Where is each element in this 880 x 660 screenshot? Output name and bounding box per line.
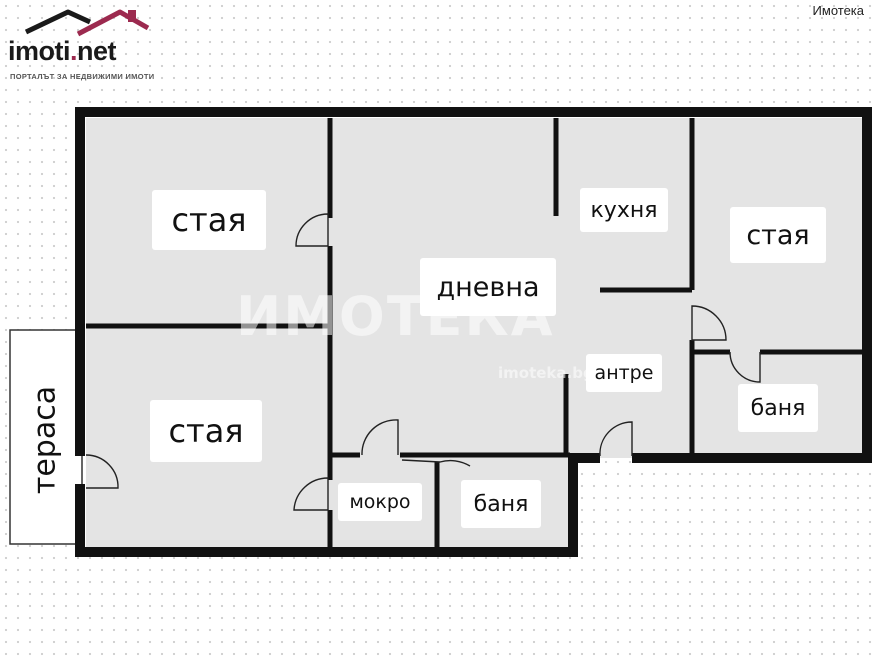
terrace-fill	[10, 330, 82, 544]
imoti-logo[interactable]: imoti.net ПОРТАЛЪТ ЗА НЕДВИЖИМИ ИМОТИ	[8, 6, 168, 86]
room-label-room2: стая	[150, 400, 262, 462]
room-label-bath1: баня	[738, 384, 818, 432]
interior-walls	[86, 118, 862, 548]
walls	[75, 107, 872, 557]
door-bath2	[401, 459, 471, 467]
logo-tagline: ПОРТАЛЪТ ЗА НЕДВИЖИМИ ИМОТИ	[10, 72, 155, 81]
room-label-wetroom: мокро	[338, 483, 422, 521]
room-label-living: дневна	[420, 258, 556, 316]
room-label-room3: стая	[730, 207, 826, 263]
room-label-room1: стая	[152, 190, 266, 250]
door-room1	[295, 213, 329, 247]
outer-wall-lower	[75, 453, 600, 557]
watermark-top: Имотека	[812, 3, 864, 18]
roof-icon	[24, 9, 150, 37]
door-room3	[691, 305, 727, 341]
door-living-bottom	[361, 419, 399, 456]
outer-wall	[75, 107, 872, 463]
door-wetroom	[293, 477, 329, 511]
door-bath1	[729, 351, 761, 383]
door-entrance	[599, 421, 633, 457]
room-label-terrace: тераса	[27, 385, 63, 495]
logo-wordmark: imoti.net	[8, 36, 117, 66]
door-swings	[85, 213, 761, 511]
room-label-hall: антре	[586, 354, 662, 392]
room-label-kitchen: кухня	[580, 188, 668, 232]
door-terrace	[85, 454, 119, 489]
room-label-bath2: баня	[461, 480, 541, 528]
